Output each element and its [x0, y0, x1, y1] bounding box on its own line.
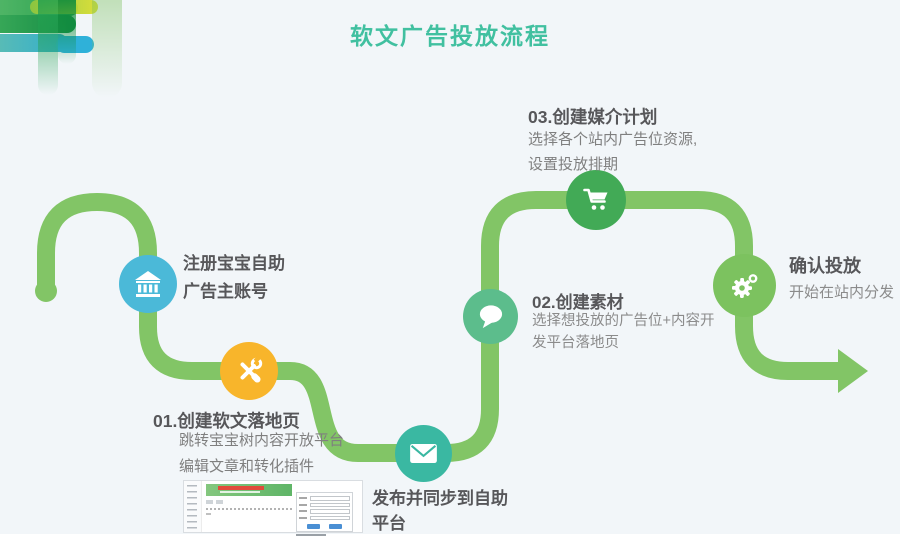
cart-icon — [583, 188, 608, 210]
step2-desc: 选择想投放的广告位+内容开 发平台落地页 — [532, 313, 715, 351]
register-label: 注册宝宝自助 广告主账号 — [183, 254, 285, 301]
mini-cancel-button — [329, 524, 342, 529]
mini-banner — [206, 484, 292, 496]
step3-title: 03.创建媒介计划 — [528, 107, 658, 127]
arrow-head — [838, 349, 868, 393]
node-create-material — [463, 289, 518, 344]
mini-form-panel — [296, 492, 353, 532]
mini-sidebar-menu-lines — [187, 485, 197, 529]
mini-text-mark — [206, 513, 211, 515]
node-create-landing — [220, 342, 278, 400]
mini-banner-headline — [218, 486, 264, 490]
landing-page-screenshot — [183, 480, 363, 533]
node-register — [119, 255, 177, 313]
node-create-media-plan — [566, 170, 626, 230]
step3-desc: 选择各个站内广告位资源, 设置投放排期 — [528, 131, 698, 173]
step2-title: 02.创建素材 — [532, 293, 624, 312]
mini-toolbar-chip — [206, 500, 213, 504]
gear-icon — [731, 273, 757, 298]
step1-desc-2: 编辑文章和转化插件 — [179, 458, 315, 475]
envelope-icon — [410, 443, 437, 464]
step1-desc-1: 跳转宝宝树内容开放平台 — [179, 432, 345, 449]
leaf-shape — [38, 0, 58, 95]
mini-caption — [296, 534, 326, 536]
page-title: 软文广告投放流程 — [350, 23, 550, 49]
publish-label: 发布并同步到自助 平台 — [372, 489, 508, 533]
leaf-shape — [92, 0, 122, 98]
step1-title: 01.创建软文落地页 — [153, 411, 300, 431]
node-confirm — [713, 254, 776, 317]
node-publish — [395, 425, 452, 482]
leaf-decoration — [0, 0, 140, 110]
tools-icon — [240, 355, 263, 383]
mini-banner-subline — [220, 491, 260, 493]
leaf-shape — [58, 0, 76, 64]
bank-icon — [135, 271, 161, 297]
mini-sidebar — [184, 481, 202, 532]
confirm-desc: 开始在站内分发 — [789, 284, 895, 301]
mini-toolbar-chip — [216, 500, 223, 504]
speech-bubble-icon — [479, 305, 503, 329]
mini-text-line — [206, 508, 294, 510]
confirm-title: 确认投放 — [789, 256, 861, 276]
mini-submit-button — [307, 524, 320, 529]
bottom-margin — [0, 534, 900, 541]
